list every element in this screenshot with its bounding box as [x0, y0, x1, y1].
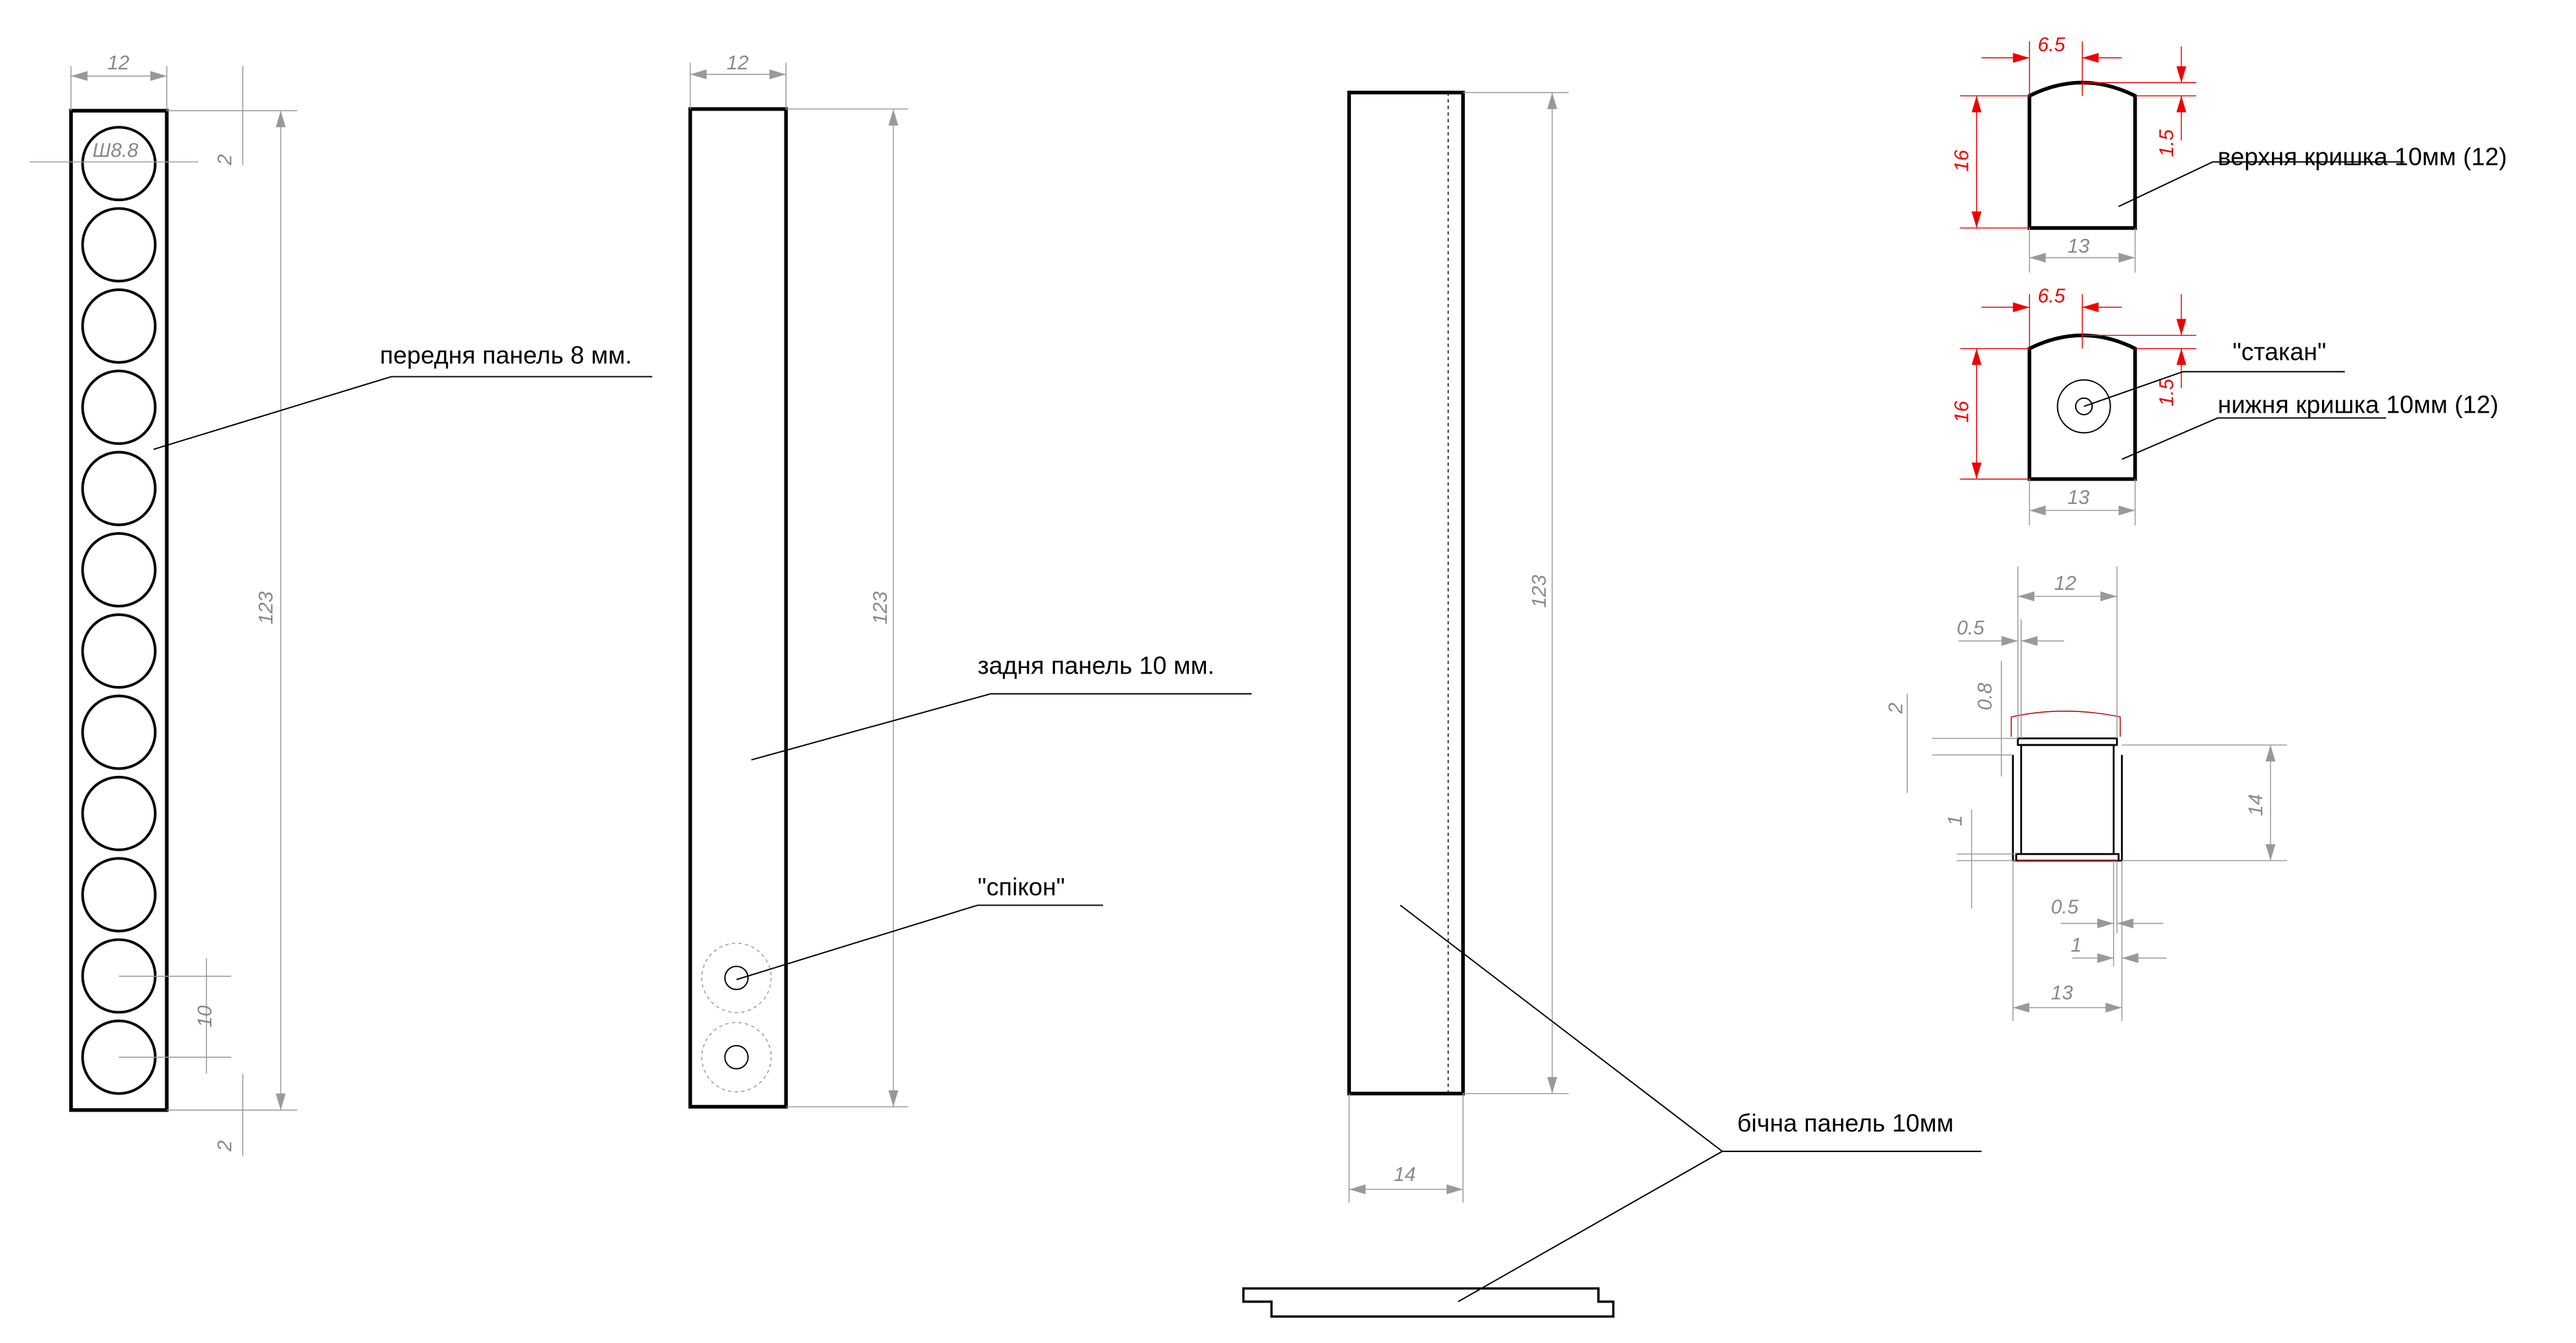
bottom-cover-half-width-dim: 6.5 [2038, 285, 2066, 307]
stakan-hole [2075, 397, 2093, 415]
bottom-cover-arc-dim: 1.5 [2156, 378, 2178, 406]
front-bottom-gap-dim: 2 [214, 1140, 236, 1152]
front-panel-hole [81, 531, 157, 608]
bottom-cover-width-dim: 13 [2067, 487, 2089, 509]
assembly-section-view: 12 0.5 0.8 2 1 14 0.5 1 13 [1885, 566, 2287, 1021]
section-1-bottom-dim: 1 [2071, 934, 2082, 956]
front-panel-outline [69, 108, 169, 1112]
top-cover-height-dim: 16 [1951, 149, 1973, 172]
side-panel-outline [1347, 91, 1465, 1096]
section-2-dim: 2 [1885, 702, 1907, 714]
section-height-dim: 14 [2245, 794, 2267, 816]
side-panel-view: 123 14 бічна панель 10мм [1242, 91, 1982, 1318]
section-inner-width-dim: 12 [2054, 573, 2076, 595]
spikon-outline [701, 943, 772, 1013]
top-cover-arc-dim: 1.5 [2156, 129, 2178, 157]
side-panel-label: бічна панель 10мм [1737, 1109, 1954, 1137]
bottom-cover-outline [2028, 333, 2137, 481]
spikon-hole [724, 965, 749, 991]
spikon-label: "спікон" [977, 873, 1065, 901]
section-offset-bottom-dim: 0.5 [2051, 896, 2079, 918]
front-panel-hole [81, 613, 157, 689]
bottom-cover-height-dim: 16 [1951, 400, 1973, 423]
section-offset-top-dim: 0.5 [1957, 617, 1985, 639]
front-panel-hole [81, 694, 157, 770]
back-width-dim: 12 [727, 52, 749, 74]
top-cover-label: верхня кришка 10мм (12) [2218, 143, 2507, 171]
front-width-dim: 12 [107, 52, 129, 74]
front-height-dim: 123 [255, 591, 277, 624]
back-height-dim: 123 [870, 591, 892, 624]
back-panel-label: задня панель 10 мм. [977, 652, 1214, 680]
stakan-outline [2056, 379, 2111, 434]
hole-diameter-dim: Ш8.8 [93, 140, 139, 162]
back-panel-view: 12 123 задня панель 10 мм. "спікон" [688, 52, 1252, 1109]
side-height-dim: 123 [1529, 575, 1551, 608]
front-panel-hole [81, 369, 157, 446]
back-panel-outline [688, 107, 788, 1109]
front-top-gap-dim: 2 [214, 154, 236, 166]
top-cover-view: 16 6.5 1.5 13 верхня кришка 10мм (12) [1951, 34, 2507, 273]
section-08-dim: 0.8 [1974, 682, 1996, 710]
side-panel-profile [1242, 1287, 1615, 1318]
section-outer-width-dim: 13 [2051, 983, 2073, 1005]
front-panel-hole [81, 450, 157, 527]
front-panel-hole [81, 857, 157, 932]
bottom-cover-view: 16 6.5 1.5 13 "стакан" нижня кришка 10мм… [1951, 285, 2498, 526]
bottom-cover-label: нижня кришка 10мм (12) [2218, 390, 2498, 418]
top-cover-width-dim: 13 [2067, 236, 2089, 257]
side-width-dim: 14 [1393, 1164, 1415, 1186]
top-cover-half-width-dim: 6.5 [2038, 34, 2066, 56]
front-pitch-dim: 10 [194, 1005, 216, 1027]
section-1-left-dim: 1 [1945, 815, 1966, 826]
front-panel-holes [81, 126, 157, 1095]
front-panel-hole [81, 288, 157, 364]
front-panel-label: передня панель 8 мм. [380, 341, 631, 369]
front-panel-hole [81, 207, 157, 283]
front-panel-view: 12 Ш8.8 123 2 2 10 передня панель 8 мм. [30, 52, 653, 1157]
stakan-label: "стакан" [2233, 338, 2326, 366]
front-panel-hole [81, 775, 157, 851]
front-panel-hole [81, 126, 157, 202]
